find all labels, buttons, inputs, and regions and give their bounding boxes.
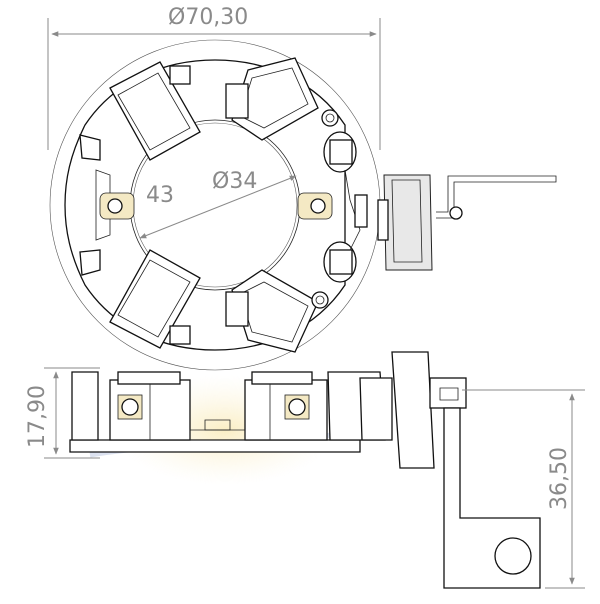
brush-holder-side-view: 17,90 [25,351,585,589]
brush-box-top-right [225,57,319,141]
brush-box-top-left [109,61,201,161]
inner-diameter-label: Ø34 [212,169,257,194]
hole-spacing-label: 43 [146,183,174,208]
brush-box-bottom-left [109,249,201,349]
outer-diameter-label: Ø70,30 [168,5,248,30]
side-brush-holder-left [109,371,191,441]
outer-diameter-dimension: Ø70,30 [47,5,381,150]
height-right-label: 36,50 [547,447,572,510]
terminal-clip-upper [323,131,357,173]
terminal-clip-lower [323,241,357,283]
brush-box-bottom-right [225,269,319,353]
side-brush-holder-right [244,371,328,441]
height-left-label: 17,90 [25,385,50,448]
brush-holder-top-view: 43 Ø34 [49,39,557,371]
connector-block [377,174,433,271]
